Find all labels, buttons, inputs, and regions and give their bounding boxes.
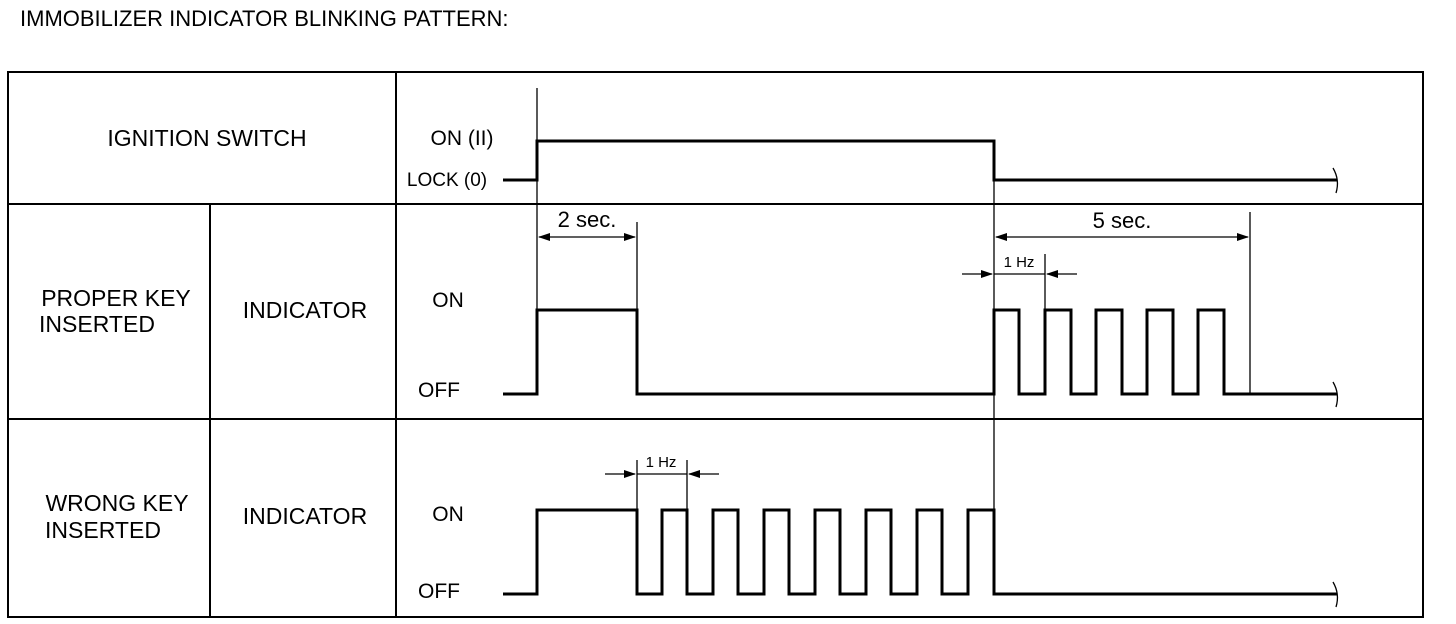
ignition-on-level-label: ON (II) [431, 127, 494, 150]
five-second-label: 5 sec. [1093, 208, 1152, 233]
ignition-switch-label: IGNITION SWITCH [107, 125, 306, 151]
ignition-lock-level-label: LOCK (0) [407, 170, 487, 191]
ignition-break-mark [1332, 167, 1339, 194]
wrong-off-level-label: OFF [418, 580, 460, 603]
proper-indicator-label: INDICATOR [243, 297, 367, 323]
wrong-key-indicator-waveform [503, 508, 1337, 596]
proper-break-mark [1332, 381, 1339, 408]
wrong-indicator-label: INDICATOR [243, 503, 367, 529]
wrong-break-mark [1332, 581, 1339, 608]
proper-key-label-line1: PROPER KEY [41, 285, 191, 311]
wrong-1hz-label: 1 Hz [646, 454, 677, 471]
wrong-key-label-line2: INSERTED [45, 517, 161, 543]
table-border [7, 71, 1424, 618]
wrong-key-label-line1: WRONG KEY [45, 490, 188, 516]
proper-key-label-line2: INSERTED [39, 311, 155, 337]
proper-key-indicator-waveform [503, 308, 1337, 396]
two-second-label: 2 sec. [558, 207, 617, 232]
proper-on-level-label: ON [432, 289, 464, 312]
proper-1hz-label: 1 Hz [1004, 254, 1035, 271]
wrong-on-level-label: ON [432, 503, 464, 526]
diagram-title: IMMOBILIZER INDICATOR BLINKING PATTERN: [20, 6, 509, 31]
ignition-switch-waveform [503, 139, 1337, 182]
proper-off-level-label: OFF [418, 379, 460, 402]
